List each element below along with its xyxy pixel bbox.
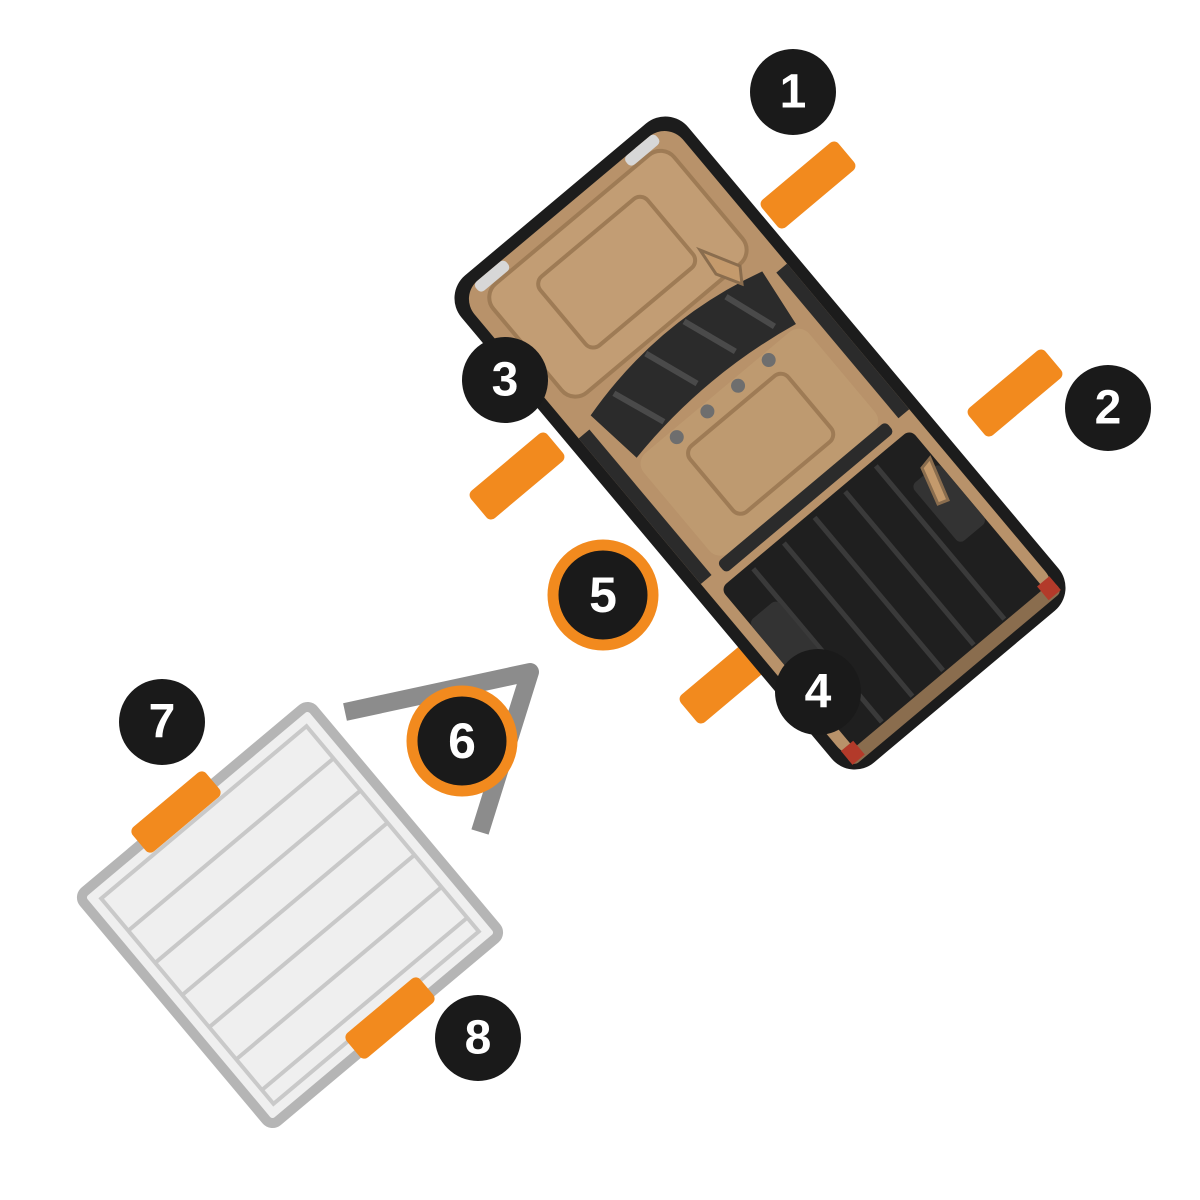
truck-wheel-rear-left — [469, 432, 565, 520]
trailer-deck-slats — [126, 756, 469, 1092]
marker-3-label: 3 — [492, 354, 519, 407]
truck-roof — [640, 328, 879, 556]
marker-4-label: 4 — [805, 666, 832, 719]
marker-2: 2 — [1065, 365, 1151, 451]
marker-2-label: 2 — [1095, 382, 1122, 435]
marker-7-label: 7 — [149, 696, 176, 749]
marker-1: 1 — [750, 49, 836, 135]
trailer-wheel-left — [131, 771, 221, 853]
truck-mirror-left — [696, 246, 744, 287]
truck-tailgate — [847, 583, 1060, 764]
marker-4: 4 — [775, 649, 861, 735]
marker-3: 3 — [462, 337, 548, 423]
marker-8-label: 8 — [465, 1012, 492, 1065]
marker-7: 7 — [119, 679, 205, 765]
truck-mirror-right — [920, 455, 950, 506]
marker-1-label: 1 — [780, 66, 807, 119]
truck-wheel-front-left — [760, 141, 856, 229]
utility-trailer-icon — [76, 663, 539, 1129]
trailer-wheel-right — [345, 977, 435, 1059]
truck-wheel-front-right — [967, 349, 1063, 437]
marker-8: 8 — [435, 995, 521, 1081]
marker-6-label: 6 — [448, 713, 476, 769]
marker-5: 5 — [547, 539, 659, 651]
marker-6: 6 — [406, 685, 518, 797]
marker-5-label: 5 — [589, 567, 617, 623]
pickup-truck-icon — [454, 116, 1066, 770]
